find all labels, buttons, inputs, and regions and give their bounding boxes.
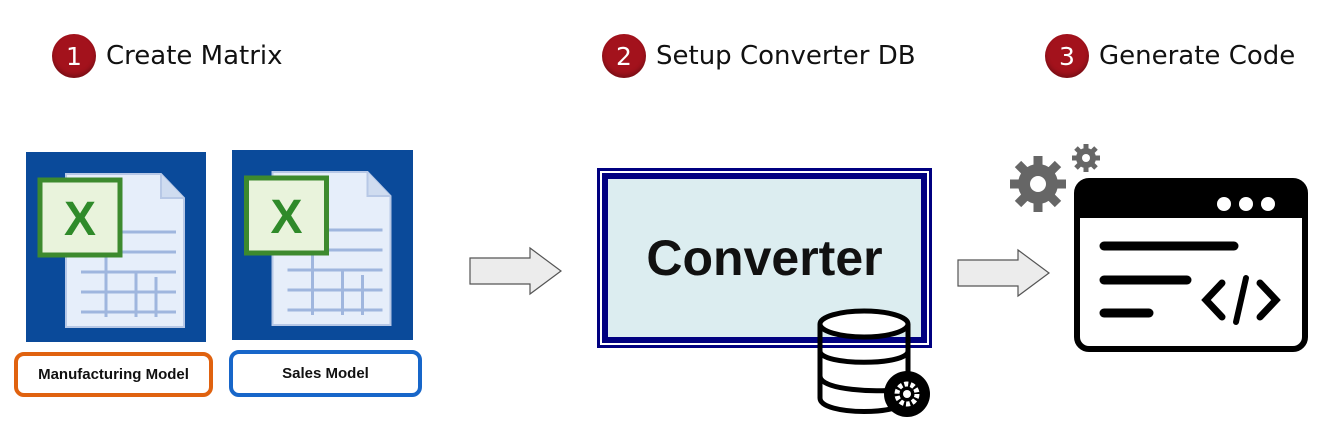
right-arrow-icon — [957, 248, 1051, 298]
step-label: Setup Converter DB — [656, 41, 916, 71]
svg-text:X: X — [64, 193, 96, 246]
right-arrow-icon — [469, 246, 563, 296]
code-window-icon — [1074, 178, 1308, 352]
database-settings-icon — [817, 308, 930, 417]
step-1: 1 Create Matrix — [52, 33, 283, 79]
svg-text:X: X — [270, 191, 302, 244]
step-2: 2 Setup Converter DB — [602, 33, 916, 79]
step-number-badge: 2 — [602, 34, 646, 78]
sales-model-label: Sales Model — [229, 350, 422, 397]
manufacturing-model-label: Manufacturing Model — [14, 352, 213, 397]
step-label: Generate Code — [1099, 41, 1296, 71]
excel-file-icon: X — [232, 150, 413, 340]
excel-file-icon: X — [26, 152, 206, 342]
step-3: 3 Generate Code — [1045, 33, 1295, 79]
step-label: Create Matrix — [106, 41, 283, 71]
step-number-badge: 1 — [52, 34, 96, 78]
step-number-badge: 3 — [1045, 34, 1089, 78]
gears-icon — [1010, 144, 1100, 212]
